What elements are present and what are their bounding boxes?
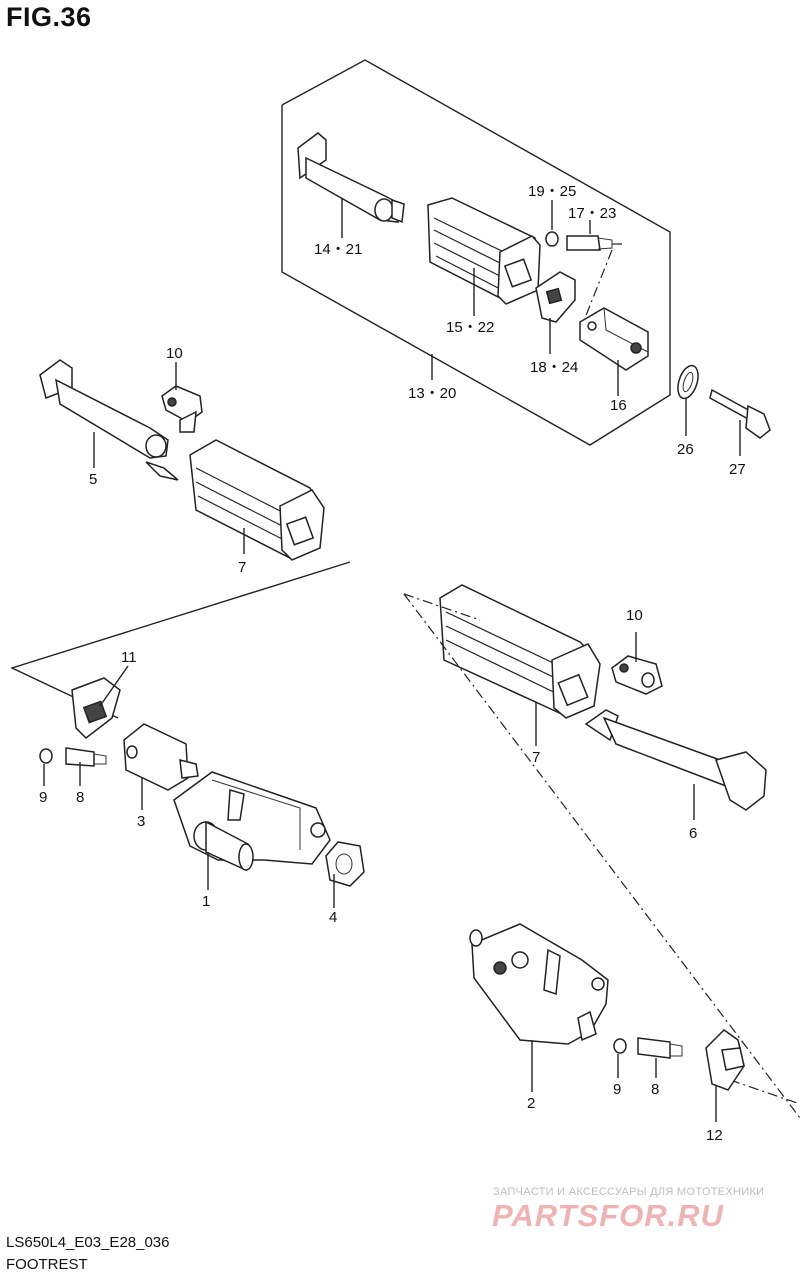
callout-7-left: 7 (238, 559, 246, 576)
callout-10-left: 10 (166, 345, 183, 362)
part-27-bolt[interactable] (709, 388, 771, 439)
part-9-cap-left[interactable] (39, 748, 53, 764)
callout-4: 4 (329, 909, 337, 926)
callout-7-right: 7 (532, 749, 540, 766)
leader-lines (43, 198, 741, 1122)
part-17-23-pin[interactable] (566, 235, 622, 251)
part-15-22-footpeg-rubber[interactable] (427, 197, 541, 305)
part-8-pin-left[interactable] (65, 747, 107, 767)
callout-2: 2 (527, 1095, 535, 1112)
callout-27: 27 (729, 461, 746, 478)
part-10-clip-right[interactable] (611, 655, 663, 695)
assembly-box-outline (281, 59, 671, 446)
callout-8-left: 8 (76, 789, 84, 806)
callout-1: 1 (202, 893, 210, 910)
part-14-21-footpeg-arm[interactable] (297, 132, 405, 224)
callout-10-right: 10 (626, 607, 643, 624)
part-4-nut[interactable] (325, 841, 365, 887)
part-3-pivot-block[interactable] (123, 723, 199, 791)
callout-14-21: 14・21 (314, 241, 362, 258)
callout-15-22: 15・22 (446, 319, 494, 336)
part-7-footpeg-rubber-left[interactable] (189, 439, 325, 561)
part-9-cap-right[interactable] (613, 1038, 627, 1054)
callout-3: 3 (137, 813, 145, 830)
callout-12: 12 (706, 1127, 723, 1144)
callout-5: 5 (89, 471, 97, 488)
callout-13-20: 13・20 (408, 385, 456, 402)
part-6-footpeg-arm-right[interactable] (584, 709, 767, 811)
callout-19-25: 19・25 (528, 183, 576, 200)
callout-17-23: 17・23 (568, 205, 616, 222)
diagram-code: LS650L4_E03_E28_036 (6, 1234, 170, 1251)
part-19-25-cap[interactable] (545, 231, 559, 247)
part-16-footpeg-bracket[interactable] (579, 249, 649, 371)
callout-26: 26 (677, 441, 694, 458)
callout-16: 16 (610, 397, 627, 414)
part-2-footrest-bracket-right[interactable] (469, 923, 609, 1045)
callout-18-24: 18・24 (530, 359, 578, 376)
part-11-plate-left[interactable] (71, 677, 121, 739)
callout-11: 11 (121, 649, 137, 666)
watermark-logo: PARTSFOR.RU (492, 1198, 725, 1233)
callout-6: 6 (689, 825, 697, 842)
part-1-footrest-bracket-left[interactable] (173, 771, 331, 872)
figure-title: FIG.36 (6, 2, 92, 32)
callout-9-right: 9 (613, 1081, 621, 1098)
callout-8-right: 8 (651, 1081, 659, 1098)
part-8-pin-right[interactable] (637, 1037, 683, 1059)
part-5-footpeg-arm-left[interactable] (39, 359, 179, 481)
part-26-washer[interactable] (674, 363, 702, 401)
watermark-tagline: ЗАПЧАСТИ И АКСЕССУАРЫ ДЛЯ МОТОТЕХНИКИ (493, 1186, 765, 1198)
section-name: FOOTREST (6, 1256, 88, 1273)
part-12-plate-right[interactable] (705, 1029, 745, 1091)
part-7-footpeg-rubber-right[interactable] (439, 584, 601, 719)
callout-9-left: 9 (39, 789, 47, 806)
part-10-clip-left[interactable] (161, 385, 203, 433)
part-18-24-plate-washer[interactable] (535, 271, 576, 323)
